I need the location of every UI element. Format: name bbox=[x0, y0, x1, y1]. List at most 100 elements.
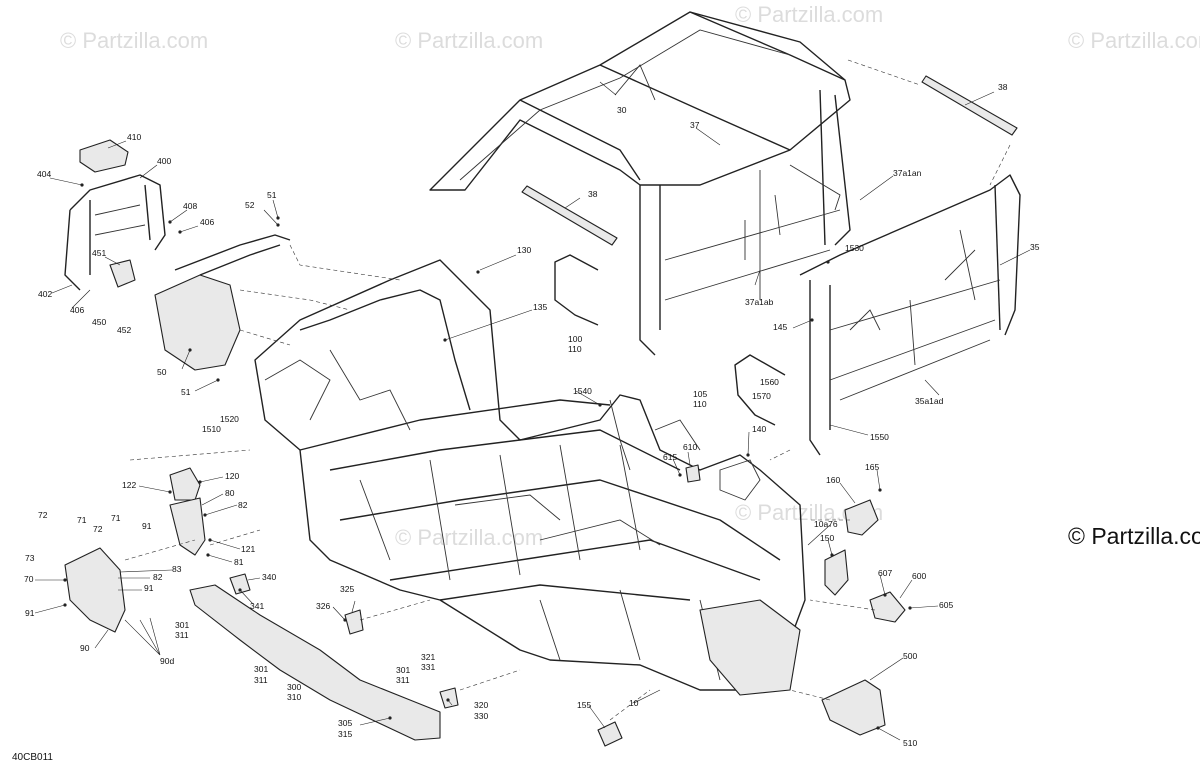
callout-451: 451 bbox=[92, 248, 106, 258]
bracket-70 bbox=[64, 547, 126, 633]
bracket-325 bbox=[344, 609, 364, 635]
callout-82: 82 bbox=[238, 500, 248, 510]
callout-406: 406 bbox=[200, 217, 214, 227]
callout-35: 35 bbox=[1030, 242, 1040, 252]
bracket-160 bbox=[844, 499, 879, 536]
callout-607: 607 bbox=[878, 568, 892, 578]
bracket-155 bbox=[597, 721, 623, 747]
callout-30: 30 bbox=[617, 105, 627, 115]
callout-71: 71 bbox=[111, 513, 121, 523]
callout-35a1ad: 35a1ad bbox=[915, 396, 944, 406]
callout-110: 110 bbox=[693, 399, 707, 409]
callout-150: 150 bbox=[820, 533, 834, 543]
callout-311: 311 bbox=[175, 630, 189, 640]
bracket-610 bbox=[685, 464, 701, 483]
callout-90: 90 bbox=[80, 643, 90, 653]
callout-52: 52 bbox=[245, 200, 255, 210]
crossbar-38b bbox=[921, 75, 1018, 136]
callout-605: 605 bbox=[939, 600, 953, 610]
callout-37a1an: 37a1an bbox=[893, 168, 922, 178]
callout-91: 91 bbox=[144, 583, 154, 593]
callout-320: 320 bbox=[474, 700, 488, 710]
callout-400: 400 bbox=[157, 156, 171, 166]
callout-311: 311 bbox=[396, 675, 410, 685]
callout-404: 404 bbox=[37, 169, 51, 179]
watermark: © Partzilla.com bbox=[1068, 28, 1200, 53]
leader-lines bbox=[34, 81, 1031, 741]
callout-38: 38 bbox=[588, 189, 598, 199]
callout-311: 311 bbox=[254, 675, 268, 685]
crossbar-38a bbox=[521, 185, 618, 246]
callout-1530: 1530 bbox=[845, 243, 864, 253]
skid-plate-300 bbox=[189, 584, 441, 741]
callout-315: 315 bbox=[338, 729, 352, 739]
callout-105: 105 bbox=[693, 389, 707, 399]
copyright-notice: © Partzilla.com bbox=[1068, 523, 1200, 549]
callout-510: 510 bbox=[903, 738, 917, 748]
callout-1520: 1520 bbox=[220, 414, 239, 424]
callouts: 410 400 404 408 406 451 402 406 450 452 … bbox=[24, 82, 1040, 748]
callout-600: 600 bbox=[912, 571, 926, 581]
callout-51: 51 bbox=[267, 190, 277, 200]
callout-310: 310 bbox=[287, 692, 301, 702]
callout-410: 410 bbox=[127, 132, 141, 142]
callout-408: 408 bbox=[183, 201, 197, 211]
callout-121: 121 bbox=[241, 544, 255, 554]
callout-10: 10 bbox=[629, 698, 639, 708]
callout-91: 91 bbox=[142, 521, 152, 531]
callout-610: 610 bbox=[683, 442, 697, 452]
callout-301: 301 bbox=[254, 664, 268, 674]
callout-155: 155 bbox=[577, 700, 591, 710]
callout-340: 340 bbox=[262, 572, 276, 582]
watermark: © Partzilla.com bbox=[395, 525, 544, 550]
callout-38: 38 bbox=[998, 82, 1008, 92]
main-chassis bbox=[254, 259, 806, 696]
callout-325: 325 bbox=[340, 584, 354, 594]
rear-cage bbox=[799, 174, 1021, 456]
callout-90d: 90d bbox=[160, 656, 174, 666]
watermark: © Partzilla.com bbox=[395, 28, 544, 53]
callout-80: 80 bbox=[225, 488, 235, 498]
callout-71: 71 bbox=[77, 515, 87, 525]
callout-83: 83 bbox=[172, 564, 182, 574]
bracket-320 bbox=[439, 687, 459, 709]
callout-72: 72 bbox=[38, 510, 48, 520]
callout-91: 91 bbox=[25, 608, 35, 618]
callout-301: 301 bbox=[396, 665, 410, 675]
callout-1540: 1540 bbox=[573, 386, 592, 396]
callout-82: 82 bbox=[153, 572, 163, 582]
grab-bar-100 bbox=[554, 254, 599, 326]
callout-500: 500 bbox=[903, 651, 917, 661]
callout-81: 81 bbox=[234, 557, 244, 567]
callout-70: 70 bbox=[24, 574, 34, 584]
callout-37a1ab: 37a1ab bbox=[745, 297, 774, 307]
plate-410 bbox=[79, 139, 129, 173]
callout-51: 51 bbox=[181, 387, 191, 397]
callout-1570: 1570 bbox=[752, 391, 771, 401]
callout-140: 140 bbox=[752, 424, 766, 434]
bracket-600 bbox=[869, 591, 906, 623]
callout-73: 73 bbox=[25, 553, 35, 563]
callout-406: 406 bbox=[70, 305, 84, 315]
callout-165: 165 bbox=[865, 462, 879, 472]
callout-1550: 1550 bbox=[870, 432, 889, 442]
callout-1510: 1510 bbox=[202, 424, 221, 434]
roof-frame bbox=[429, 11, 851, 356]
plate-150 bbox=[824, 549, 849, 596]
callout-321: 321 bbox=[421, 652, 435, 662]
callout-37: 37 bbox=[690, 120, 700, 130]
callout-615: 615 bbox=[663, 452, 677, 462]
front-bumper-400 bbox=[64, 174, 166, 291]
watermark: © Partzilla.com bbox=[735, 2, 884, 27]
bracket-340 bbox=[229, 573, 251, 595]
callout-10a76: 10a76 bbox=[814, 519, 838, 529]
bracket-451 bbox=[109, 259, 136, 288]
fasteners bbox=[63, 183, 912, 730]
callout-110: 110 bbox=[568, 344, 582, 354]
diagram-code: 40CB011 bbox=[12, 752, 53, 763]
callout-135: 135 bbox=[533, 302, 547, 312]
callout-331: 331 bbox=[421, 662, 435, 672]
bracket-120 bbox=[169, 467, 201, 501]
watermark: © Partzilla.com bbox=[60, 28, 209, 53]
